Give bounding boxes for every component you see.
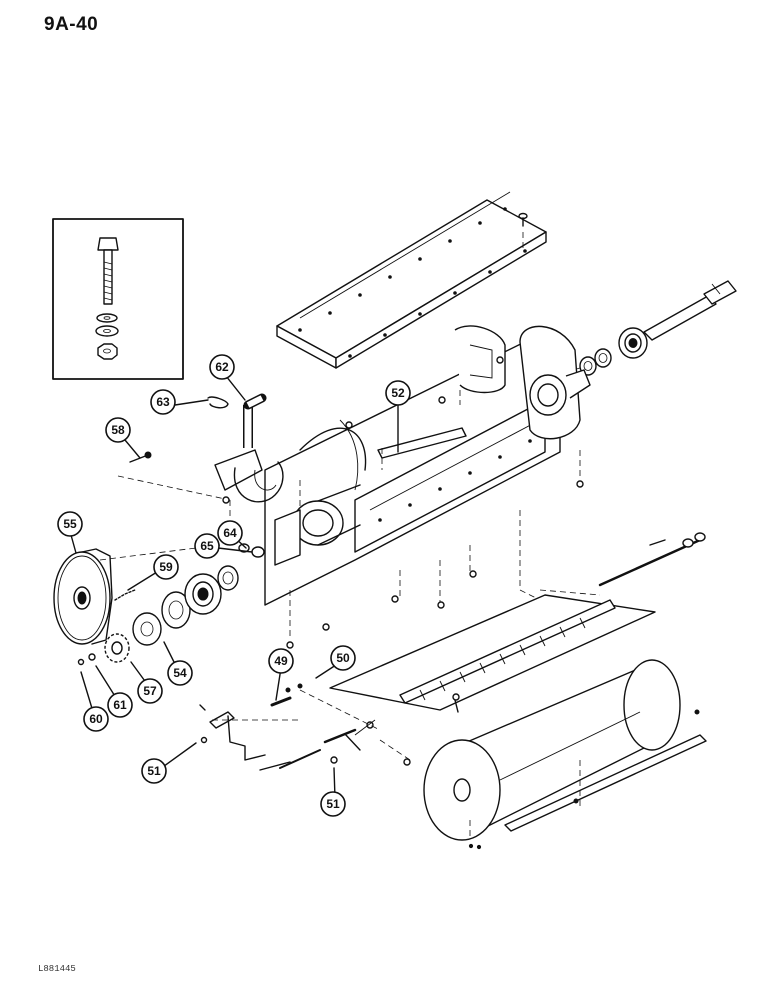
callout-57: 57 — [137, 678, 163, 704]
callout-64: 64 — [217, 520, 243, 546]
linkage-parts — [199, 683, 460, 771]
callout-51-bottom: 51 — [320, 791, 346, 817]
svg-text:49: 49 — [274, 654, 288, 668]
svg-text:57: 57 — [143, 684, 157, 698]
chain-link — [114, 589, 136, 601]
callout-58: 58 — [105, 417, 131, 443]
small-sprocket — [104, 633, 130, 663]
drive-shaft-assembly — [565, 280, 737, 376]
svg-text:62: 62 — [215, 360, 229, 374]
roller-drum — [423, 659, 707, 850]
svg-text:50: 50 — [336, 651, 350, 665]
callout-54: 54 — [167, 660, 193, 686]
bearing-icon — [579, 348, 612, 376]
nut-icon — [97, 343, 118, 360]
svg-text:52: 52 — [391, 386, 405, 400]
callout-63: 63 — [150, 389, 176, 415]
main-housing — [214, 325, 591, 640]
callout-62: 62 — [209, 354, 235, 380]
bolt-58 — [117, 451, 231, 520]
callout-60: 60 — [83, 706, 109, 732]
hub-bearing-group — [77, 543, 265, 666]
figure-code: L881445 — [38, 964, 76, 974]
top-angle-rail — [276, 191, 547, 369]
callout-51-left: 51 — [141, 758, 167, 784]
bearing-icon — [618, 327, 648, 359]
bolt-icon — [97, 237, 119, 305]
svg-text:58: 58 — [111, 423, 125, 437]
svg-text:51: 51 — [147, 764, 161, 778]
svg-text:63: 63 — [156, 395, 170, 409]
svg-text:59: 59 — [159, 560, 173, 574]
callout-50: 50 — [330, 645, 356, 671]
callout-65: 65 — [194, 533, 220, 559]
svg-text:55: 55 — [63, 517, 77, 531]
callout-52: 52 — [385, 380, 411, 406]
svg-text:64: 64 — [223, 526, 237, 540]
washer-icon — [95, 313, 119, 337]
callout-49: 49 — [268, 648, 294, 674]
small-hardware — [222, 356, 584, 649]
large-sprocket — [53, 548, 113, 645]
bolt-icon — [518, 212, 528, 227]
svg-text:60: 60 — [89, 712, 103, 726]
slat-bar — [377, 427, 467, 470]
page-number: 9A-40 — [44, 14, 99, 35]
hardware-inset — [52, 218, 184, 380]
svg-text:51: 51 — [326, 797, 340, 811]
hinged-plate — [329, 532, 706, 711]
handle-pin — [207, 393, 267, 448]
callout-61: 61 — [107, 692, 133, 718]
svg-text:54: 54 — [173, 666, 187, 680]
svg-text:65: 65 — [200, 539, 214, 553]
callout-55: 55 — [57, 511, 83, 537]
svg-text:61: 61 — [113, 698, 127, 712]
callout-59: 59 — [153, 554, 179, 580]
